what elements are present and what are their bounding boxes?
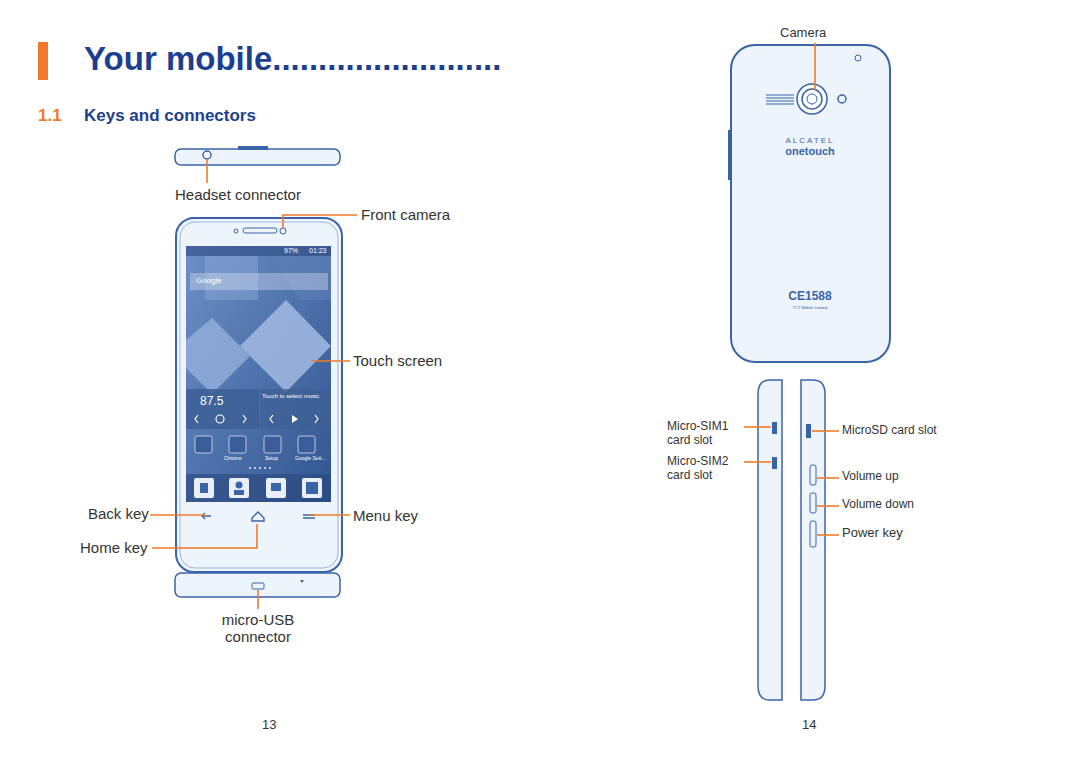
callout-label: Power key — [842, 526, 903, 541]
page-number: 13 — [262, 718, 276, 733]
callout-label: Volume up — [842, 470, 899, 484]
brand-logo: onetouch — [770, 145, 850, 158]
section-number: 1.1 — [38, 106, 62, 126]
ce-mark: CE1588 — [770, 290, 850, 304]
app-name: Google Sett... — [295, 456, 326, 462]
callout-label: Headset connector — [175, 186, 301, 203]
widget-text: Touch to select music — [262, 393, 319, 400]
callout-label: Camera — [780, 26, 826, 41]
brand-logo: ALCATEL — [770, 136, 850, 145]
callout-label: MicroSD card slot — [842, 424, 937, 438]
callout-label: Touch screen — [353, 352, 442, 369]
search-text: Google — [196, 276, 222, 285]
callout-label: Front camera — [361, 206, 450, 223]
app-name: Setup — [265, 456, 278, 462]
status-text: 01:23 — [309, 247, 327, 255]
leader-lines — [150, 43, 839, 609]
callout-label: Micro-SIM1 card slot — [667, 420, 742, 448]
callout-label: Menu key — [353, 507, 418, 524]
callout-label: Micro-SIM2 card slot — [667, 455, 742, 483]
callout-label: micro-USB connector — [203, 611, 313, 646]
page-title: Your mobile......................... — [84, 40, 501, 78]
radio-frequency: 87.5 — [200, 395, 223, 409]
status-text: 97% — [284, 247, 298, 255]
callout-label: Back key — [88, 505, 149, 522]
maker-note: TCT Mobile Limited — [770, 306, 850, 311]
app-name: Chrome — [224, 456, 242, 462]
callout-label: Volume down — [842, 498, 914, 512]
section-title: Keys and connectors — [84, 106, 256, 126]
page-number: 14 — [802, 718, 816, 733]
callout-label: Home key — [80, 539, 148, 556]
